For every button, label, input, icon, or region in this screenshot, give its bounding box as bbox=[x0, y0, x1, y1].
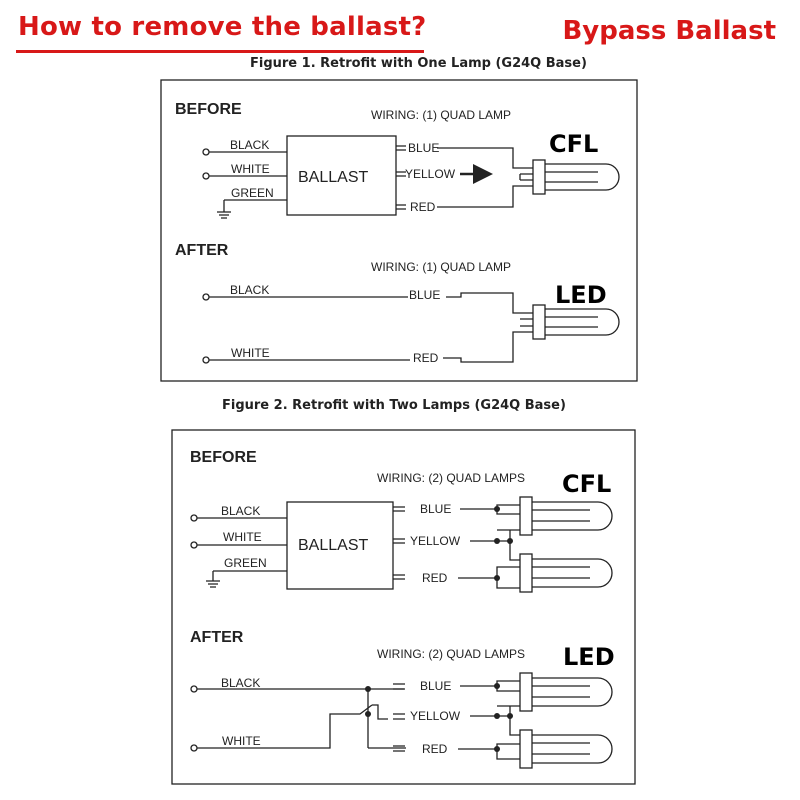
figure1-ballast-label: BALLAST bbox=[298, 169, 368, 186]
figure1-title: Figure 1. Retrofit with One Lamp (G24Q B… bbox=[250, 56, 587, 71]
figure1-cfl-base bbox=[532, 159, 546, 195]
figure1-after-output-red: RED bbox=[413, 351, 439, 365]
figure1-before-input-green: GREEN bbox=[231, 186, 274, 200]
figure2-after-input-black: BLACK bbox=[221, 676, 260, 690]
figure2-before-output-red: RED bbox=[422, 571, 448, 585]
terminal-black-after bbox=[202, 293, 210, 301]
figure2-led-base-1 bbox=[519, 672, 533, 712]
terminal-black bbox=[202, 148, 210, 156]
figure1-after-output-blue: BLUE bbox=[409, 288, 440, 302]
figure1-after-label: AFTER bbox=[175, 242, 229, 259]
figure2-after-output-red: RED bbox=[422, 742, 448, 756]
figure2-frame bbox=[171, 429, 636, 785]
figure2-after-input-white: WHITE bbox=[222, 734, 261, 748]
figure1-after-input-white: WHITE bbox=[231, 346, 270, 360]
ground-icon-2 bbox=[206, 580, 220, 588]
terminal-white-after bbox=[202, 356, 210, 364]
figure2-title: Figure 2. Retrofit with Two Lamps (G24Q … bbox=[222, 398, 566, 413]
figure2-led-base-2 bbox=[519, 729, 533, 769]
figure1-frame bbox=[160, 79, 638, 382]
figure1-before-input-white: WHITE bbox=[231, 162, 270, 176]
figure1-before-output-yellow: YELLOW bbox=[405, 167, 456, 181]
terminal-white bbox=[202, 172, 210, 180]
figure2-after-output-blue: BLUE bbox=[420, 679, 451, 693]
figure1-before-lamp: CFL bbox=[549, 130, 598, 158]
figure1-after-input-black: BLACK bbox=[230, 283, 269, 297]
page-subtitle: Bypass Ballast bbox=[562, 16, 776, 46]
figure1-before-wiring: WIRING: (1) QUAD LAMP bbox=[371, 108, 511, 122]
figure1-after-lamp: LED bbox=[555, 281, 607, 309]
figure2-before-input-black: BLACK bbox=[221, 504, 260, 518]
ground-icon bbox=[217, 211, 231, 219]
figure2-after-output-yellow: YELLOW bbox=[410, 709, 461, 723]
figure1-before-output-blue: BLUE bbox=[408, 141, 439, 155]
title-underline bbox=[16, 50, 424, 53]
figure1-before-output-red: RED bbox=[410, 200, 436, 214]
figure2-after-lamp: LED bbox=[563, 643, 615, 671]
figure2-before-wiring: WIRING: (2) QUAD LAMPS bbox=[377, 471, 525, 485]
figure2-before-lamp: CFL bbox=[562, 470, 611, 498]
page-title: How to remove the ballast? bbox=[18, 12, 427, 42]
figure2-before-input-green: GREEN bbox=[224, 556, 267, 570]
figure1-cfl-tube bbox=[545, 163, 620, 191]
figure2-before-input-white: WHITE bbox=[223, 530, 262, 544]
figure2-before-label: BEFORE bbox=[190, 449, 257, 466]
figure1-before-input-black: BLACK bbox=[230, 138, 269, 152]
figure2-ballast-label: BALLAST bbox=[298, 537, 368, 554]
figure2-before-output-blue: BLUE bbox=[420, 502, 451, 516]
figure1-after-wiring: WIRING: (1) QUAD LAMP bbox=[371, 260, 511, 274]
figure2-before-output-yellow: YELLOW bbox=[410, 534, 461, 548]
figure2-cfl-base-1 bbox=[519, 496, 533, 536]
figure1-before-label: BEFORE bbox=[175, 101, 242, 118]
figure1-led-tube bbox=[545, 308, 620, 336]
figure1-led-base bbox=[532, 304, 546, 340]
figure2-after-label: AFTER bbox=[190, 629, 244, 646]
figure2-cfl-base-2 bbox=[519, 553, 533, 593]
figure2-after-wiring: WIRING: (2) QUAD LAMPS bbox=[377, 647, 525, 661]
